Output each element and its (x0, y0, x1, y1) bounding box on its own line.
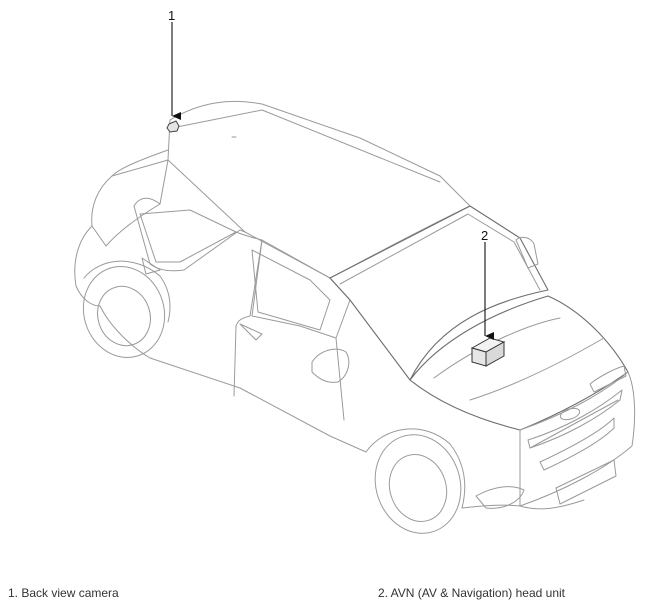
legend-item-avn-head-unit: 2. AVN (AV & Navigation) head unit (378, 586, 565, 600)
camera-component-icon (166, 120, 180, 133)
callout-number-1: 1 (168, 8, 176, 23)
callout-number-2: 2 (481, 228, 489, 243)
legend-item-back-view-camera: 1. Back view camera (8, 586, 119, 600)
head-unit-component-icon (470, 337, 506, 367)
car-outline-drawing (74, 100, 636, 534)
